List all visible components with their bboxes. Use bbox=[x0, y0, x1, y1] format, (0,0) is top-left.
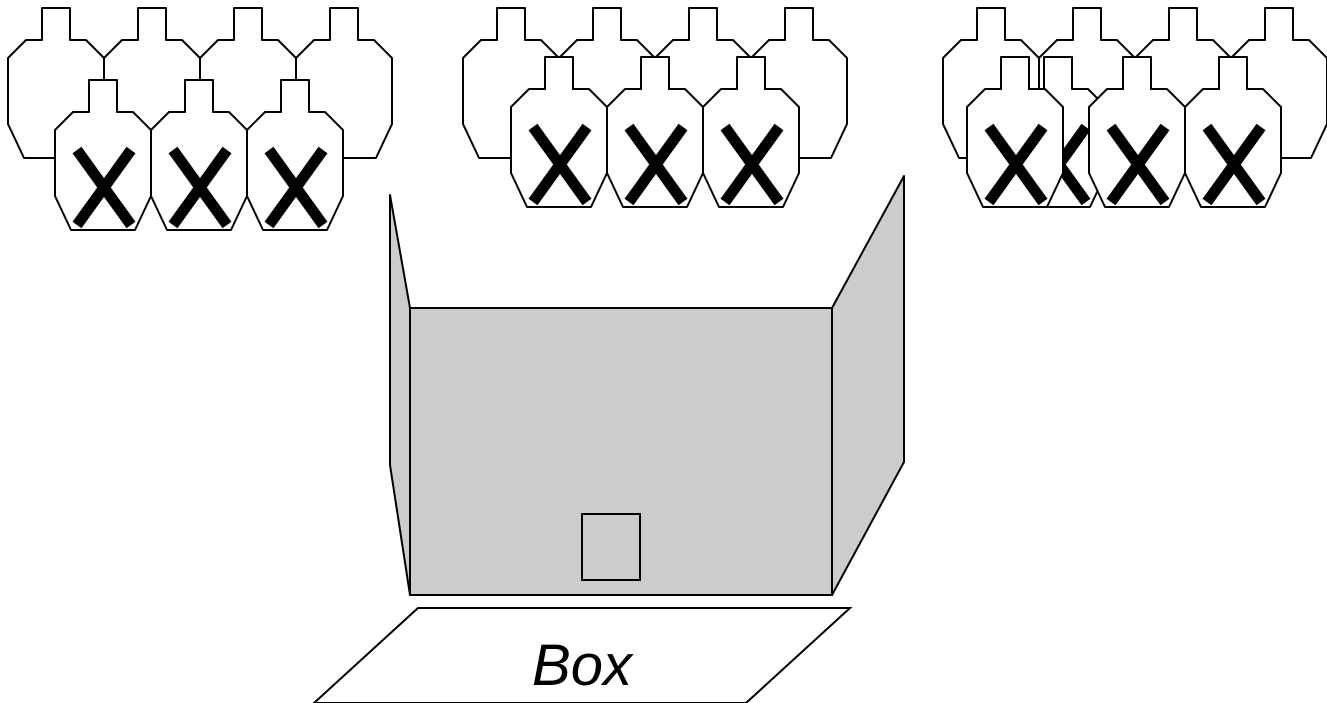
no-shoot-target-front bbox=[246, 79, 344, 231]
no-shoot-x-mark-stroke bbox=[168, 146, 232, 229]
no-shoot-x-mark-stroke bbox=[720, 123, 784, 206]
box-floor-mat bbox=[312, 607, 853, 703]
no-shoot-target-front bbox=[702, 56, 800, 208]
no-shoot-target-front bbox=[966, 56, 1064, 208]
no-shoot-x-mark-stroke bbox=[624, 123, 688, 206]
no-shoot-x-mark-stroke bbox=[72, 146, 136, 229]
target-layer bbox=[7, 7, 1327, 231]
target-silhouette bbox=[246, 79, 344, 231]
no-shoot-x-mark-stroke bbox=[1106, 123, 1170, 206]
target-silhouette bbox=[606, 56, 704, 208]
target-silhouette bbox=[1184, 56, 1282, 208]
target-group-left-group bbox=[7, 7, 393, 231]
target-silhouette bbox=[510, 56, 608, 208]
no-shoot-target-front bbox=[606, 56, 704, 208]
box-label: Box bbox=[532, 633, 634, 698]
target-silhouette bbox=[1088, 56, 1186, 208]
no-shoot-target-front bbox=[54, 79, 152, 231]
target-group-right-group bbox=[942, 7, 1327, 208]
box-right-wall bbox=[831, 175, 905, 596]
port-window bbox=[581, 513, 641, 581]
no-shoot-target-front bbox=[510, 56, 608, 208]
no-shoot-target-front bbox=[1088, 56, 1186, 208]
no-shoot-x-mark-stroke bbox=[1202, 123, 1266, 206]
no-shoot-x-mark-stroke bbox=[528, 123, 592, 206]
target-silhouette bbox=[966, 56, 1064, 208]
shooting-box bbox=[389, 175, 905, 596]
no-shoot-x-mark-stroke bbox=[264, 146, 328, 229]
target-silhouette bbox=[702, 56, 800, 208]
target-group-center-group bbox=[462, 7, 848, 208]
no-shoot-target-front bbox=[1184, 56, 1282, 208]
no-shoot-x-mark-stroke bbox=[984, 123, 1048, 206]
target-silhouette bbox=[150, 79, 248, 231]
box-left-wall bbox=[389, 194, 411, 596]
target-silhouette bbox=[54, 79, 152, 231]
no-shoot-target-front bbox=[150, 79, 248, 231]
